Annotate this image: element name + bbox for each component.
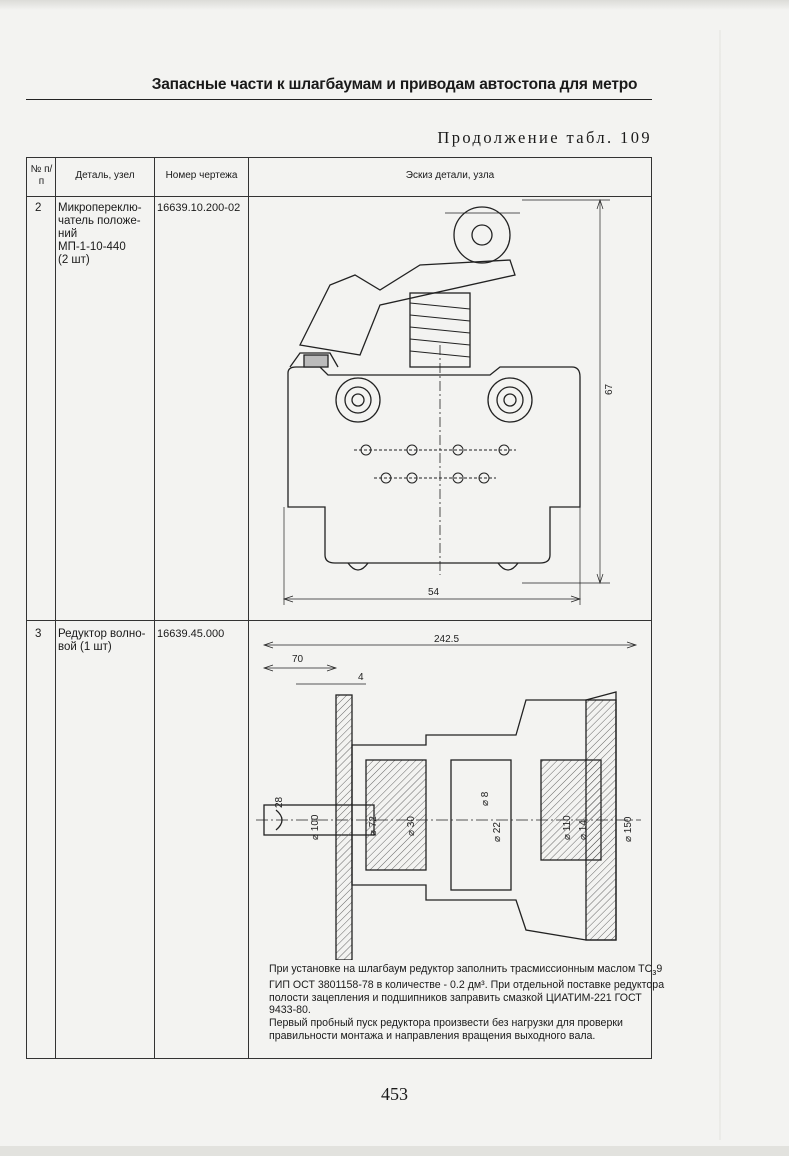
- row-divider: [27, 620, 651, 621]
- table-continuation-label: Продолжение табл. 109: [437, 128, 652, 147]
- note-paragraph: Первый пробный пуск редуктора произвести…: [269, 1016, 623, 1042]
- header-number: № п/п: [30, 164, 53, 187]
- roller: [453, 206, 511, 264]
- spring: [409, 292, 471, 368]
- running-title: Запасные части к шлагбаумам и приводам а…: [151, 76, 638, 93]
- reducer-installation-note: При установке на шлагбаум редуктор запол…: [269, 963, 669, 1042]
- dim-d30: ⌀ 30: [406, 816, 417, 836]
- page-number: 453: [381, 1084, 408, 1104]
- row-number: 2: [35, 202, 42, 214]
- header-part: Деталь, узел: [75, 170, 135, 181]
- dim-d110: ⌀ 110: [562, 815, 573, 840]
- page-fold-shadow: [719, 30, 721, 1140]
- row-number: 3: [35, 628, 42, 640]
- dim-28: 28: [274, 796, 285, 808]
- switch-body: [287, 366, 581, 564]
- title-rule: [26, 99, 652, 100]
- dim-d22: ⌀ 22: [492, 822, 503, 842]
- mount-hole-left: [335, 377, 381, 423]
- page-edge-bottom: [0, 1146, 789, 1156]
- dim-d150: ⌀ 150: [623, 816, 634, 842]
- dim-d14: ⌀ 14: [578, 820, 589, 840]
- part-name: Микропереклю- чатель положе- ний МП-1-10…: [58, 202, 142, 266]
- column-divider: [154, 158, 155, 1058]
- column-divider: [55, 158, 56, 1058]
- flexspline: [450, 759, 512, 891]
- drawing-number: 16639.45.000: [157, 628, 225, 640]
- dim-width: 54: [428, 587, 440, 598]
- dim-d72: ⌀ 72: [368, 816, 379, 836]
- drawing-number: 16639.10.200-02: [157, 202, 241, 214]
- column-divider: [248, 158, 249, 1058]
- dim-d100: ⌀ 100: [310, 814, 321, 840]
- microswitch-drawing: 67 54: [282, 198, 615, 605]
- dim-height: 67: [604, 383, 615, 395]
- dim-shaft-length: 70: [292, 654, 304, 665]
- parts-table: № п/п Деталь, узел Номер чертежа Эскиз д…: [26, 157, 652, 1059]
- part-name: Редуктор волно- вой (1 шт): [58, 628, 146, 653]
- bearing-left: [365, 759, 427, 871]
- note-paragraph: При установке на шлагбаум редуктор запол…: [269, 963, 665, 1017]
- dim-overall-length: 242.5: [434, 634, 459, 645]
- lever-arm: [299, 259, 516, 356]
- header-drawing-number: Номер чертежа: [165, 170, 238, 181]
- mount-hole-right: [487, 377, 533, 423]
- dim-offset: 4: [358, 672, 364, 683]
- left-flange: [335, 694, 353, 960]
- wave-gear-reducer-drawing: 242.5 70 4 28 ⌀ 100 ⌀ 72 ⌀ 30 ⌀ 8 ⌀ 22 ⌀…: [256, 634, 641, 960]
- header-sketch: Эскиз детали, узла: [405, 170, 495, 181]
- page-edge: [0, 0, 789, 10]
- row-divider: [27, 196, 651, 197]
- dim-d8: ⌀ 8: [480, 791, 491, 806]
